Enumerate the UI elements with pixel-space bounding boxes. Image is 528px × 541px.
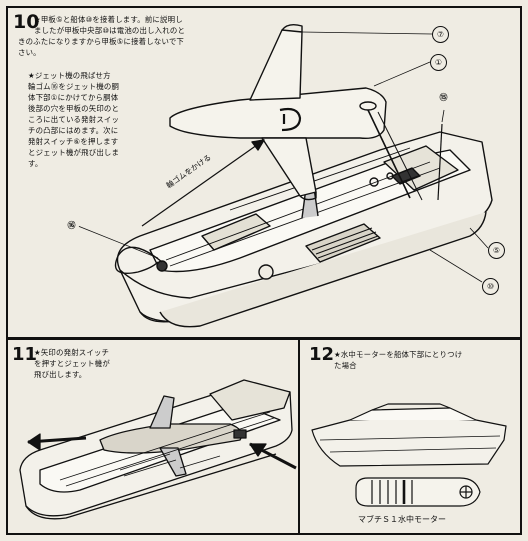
step-10-line: す。 <box>28 159 43 168</box>
callout-part-10: ⑩ <box>482 278 499 295</box>
step-10-illustration <box>77 23 493 328</box>
callout-part-7: ⑦ <box>432 26 449 43</box>
callout-part-1: ① <box>430 54 447 71</box>
step-10-line: ましたが甲板中央部⑩は電池の出し入れのと <box>34 26 186 35</box>
callout-part-16: ⑯ <box>64 218 79 233</box>
step-10-line: 後部の穴を甲板の矢印のと <box>28 104 120 113</box>
step-11-line: 飛び出します。 <box>34 370 87 379</box>
step-12-panel <box>298 338 522 535</box>
step-11-number: 11 <box>12 344 38 365</box>
motor-caption: マブチＳ１水中モーター <box>358 515 446 524</box>
step-10-line: ★甲板⑤と船体⑩を接着します。前に説明し <box>34 15 183 24</box>
step-11-line: を押すとジェット機が <box>34 359 110 368</box>
step-11-line: ★矢印の発射スイッチ <box>34 348 110 357</box>
step-12-line: ★水中モーターを船体下部にとりつけ <box>334 350 463 359</box>
step-10-line: 体下部①にかけてから胴体 <box>28 93 119 102</box>
step-12-number: 12 <box>309 344 335 365</box>
step-10-number: 10 <box>13 11 40 33</box>
step-12-line: た場合 <box>334 361 357 370</box>
step-10-line: きのふたになりますから甲板⑤に接着しないで下 <box>18 37 185 46</box>
step-10-line: ★ジェット機の飛ばせ方 <box>28 71 111 80</box>
step-10-line: さい。 <box>18 48 41 57</box>
step-10-line: ころに出ている発射スイッ <box>28 115 120 124</box>
callout-part-5: ⑤ <box>488 242 505 259</box>
step-10-line: チの凸部にはめます。次に <box>28 126 119 135</box>
callout-part-15: ⑮ <box>436 90 451 105</box>
step-10-line: 輪ゴム⑯をジェット機の胴 <box>28 82 120 91</box>
step-10-line: とジェット機が飛び出しま <box>28 148 120 157</box>
step-10-line: 発射スイッチ⑥を押します <box>28 137 119 146</box>
